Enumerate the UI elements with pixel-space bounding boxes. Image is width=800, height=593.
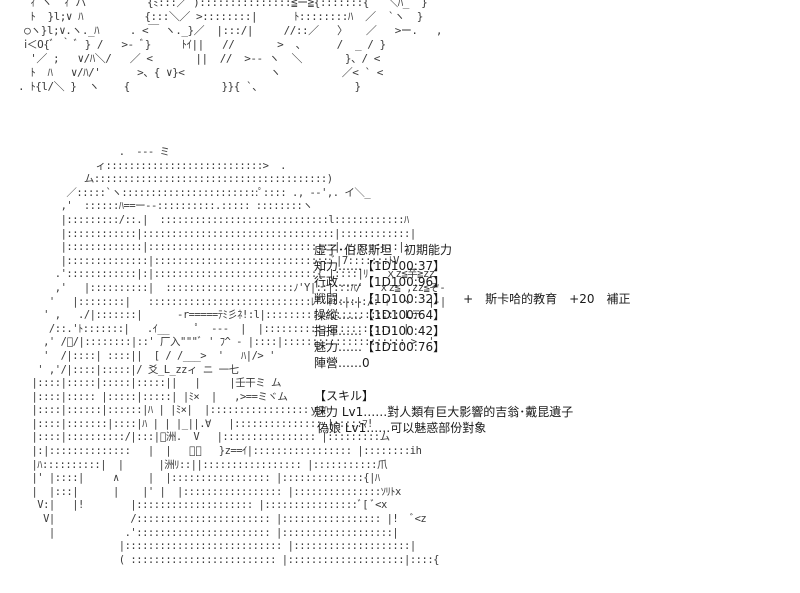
stat-label: 操縦 (314, 307, 339, 322)
stat-row-combat: 戦闘……【1D100:32】 + 斯卡哈的教育 +20 補正 (314, 291, 784, 307)
stat-value: 【1D100:37】 (362, 259, 446, 274)
stat-label: 戦闘 (314, 291, 339, 306)
skills-header: 【スキル】 (314, 388, 375, 403)
stat-value: 【1D100:76】 (362, 340, 446, 355)
stat-value: 【1D100:42】 (362, 323, 446, 338)
stats-header: 虛子･伯恩斯坦 初期能力 (314, 243, 453, 257)
stat-label: 行政 (314, 275, 339, 290)
stat-separator: …… (338, 275, 363, 290)
stat-label: 陣營 (314, 356, 339, 371)
stat-value: 【1D100:64】 (362, 307, 446, 322)
stat-separator: …… (338, 323, 363, 338)
stat-separator: …… (338, 259, 363, 274)
stat-label: 知力 (314, 259, 339, 274)
stat-row-piloting: 操縦……【1D100:64】 (314, 307, 784, 323)
stat-row-faction: 陣營……0 (314, 355, 784, 371)
stat-label: 魅力 (314, 340, 339, 355)
stat-separator: …… (338, 291, 363, 306)
stat-label: 指揮 (314, 323, 339, 338)
stat-separator: …… (338, 340, 363, 355)
character-stats-panel: 虛子･伯恩斯坦 初期能力 知力……【1D100:37】 行政……【1D100:9… (314, 242, 784, 436)
ascii-art-figure: . --- ミ ィ:::::::::::::::::::::::::::> . … (31, 146, 446, 566)
stat-row-intelligence: 知力……【1D100:37】 (314, 258, 784, 274)
stat-value: 【1D100:96】 (362, 275, 446, 290)
ascii-art-top: ｨ ヽ ｨ ハ {ﾐ:::／ ):::::::::::::::≦ー≧{:::::… (18, 0, 443, 93)
stat-value: 【1D100:32】 (362, 291, 440, 306)
skill-item-crossdress: 偽娘 Lv1……可以魅惑部份對象 (317, 421, 487, 436)
stat-row-charisma: 魅力……【1D100:76】 (314, 339, 784, 355)
stat-bonus-note: + 斯卡哈的教育 +20 補正 (439, 291, 631, 306)
stat-separator: …… (338, 307, 363, 322)
stat-row-command: 指揮……【1D100:42】 (314, 323, 784, 339)
stat-row-administration: 行政……【1D100:96】 (314, 274, 784, 290)
spacer (314, 372, 784, 388)
stat-separator: …… (338, 356, 363, 371)
stat-value: 0 (362, 356, 370, 371)
skill-item-charisma: 魅力 Lv1……對人類有巨大影響的吉翁･戴昆遺子 (314, 404, 574, 419)
